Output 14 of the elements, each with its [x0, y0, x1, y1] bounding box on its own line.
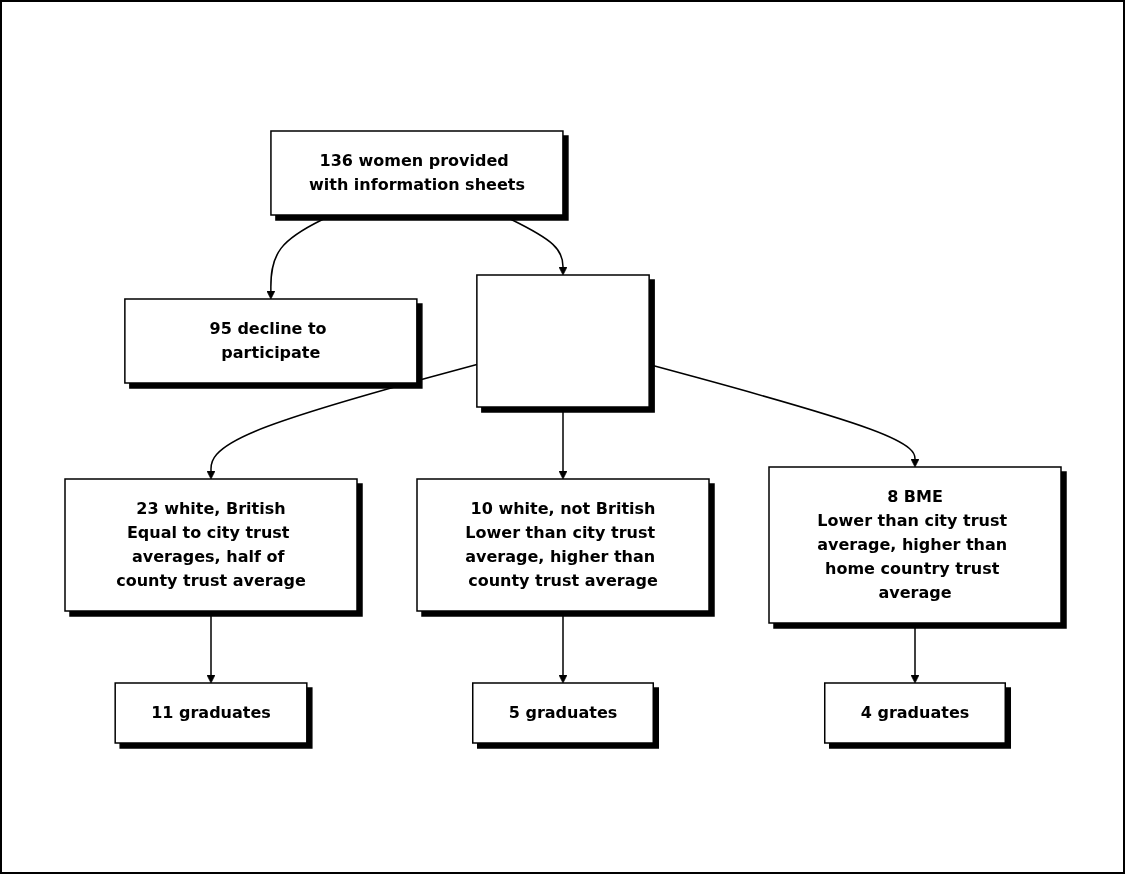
node-box: 95 decline to participate: [123, 298, 418, 384]
arrow: [265, 214, 332, 300]
arrow: [558, 406, 567, 480]
node-box: 4 graduates: [823, 682, 1006, 744]
node-box: 10 white, not British Lower than city trust average, higher than county trust average: [415, 478, 710, 612]
node-box: 8 BME Lower than city trust average, higher than home country trust average: [767, 466, 1062, 624]
arrow: [206, 610, 215, 684]
node-box: 11 graduates: [113, 682, 308, 744]
arrow: [558, 610, 567, 684]
node-box: 5 graduates: [471, 682, 654, 744]
arrow: [910, 622, 919, 684]
node-box: 23 white, British Equal to city trust averages, half of county trust average: [63, 478, 358, 612]
node-box: [475, 274, 650, 408]
node-box: 136 women provided with information sheets: [269, 130, 564, 216]
